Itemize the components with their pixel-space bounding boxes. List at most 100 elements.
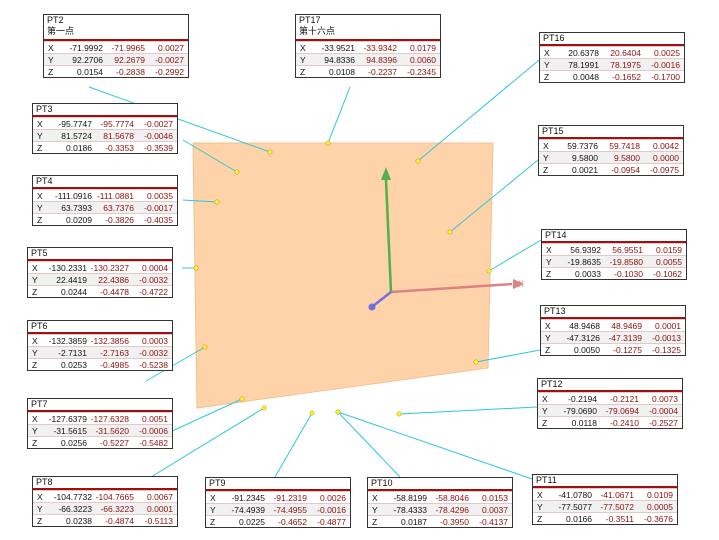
axis-label: Y	[28, 346, 46, 359]
nominal-value: -91.2319	[273, 492, 307, 503]
axis-label: Y	[541, 331, 559, 344]
deviation-value: -0.5482	[139, 437, 168, 448]
deviation-value: -0.1062	[653, 268, 682, 279]
measured-value: 63.7393	[51, 201, 93, 214]
deviation-value: 0.0035	[147, 190, 173, 201]
measured-value: 0.0166	[566, 513, 592, 524]
panel-subtitle: 第一点	[47, 26, 75, 36]
nominal-value: -0.3950	[440, 516, 469, 527]
axis-label: Z	[32, 359, 38, 370]
point-marker-pt17[interactable]	[325, 140, 331, 146]
nominal-value: -78.4296	[428, 503, 470, 516]
nominal-value: -0.1652	[612, 71, 641, 82]
panel-title: PT4	[33, 176, 177, 189]
panel-title: PT10	[368, 478, 512, 491]
axis-y-line	[384, 179, 393, 293]
measured-value: 48.9468	[569, 320, 600, 331]
panel-title-text: PT13	[544, 306, 566, 316]
deviation-value: 0.0004	[142, 262, 168, 273]
deviation-value: -0.4035	[144, 214, 173, 225]
measured-value: -78.4333	[386, 503, 428, 516]
panel-title: PT13	[541, 306, 685, 319]
point-marker-pt15[interactable]	[447, 229, 453, 235]
measured-value: -0.2194	[568, 393, 597, 404]
leader-lines	[88, 59, 542, 481]
deviation-value: -0.0016	[308, 503, 350, 516]
point-marker-pt2[interactable]	[267, 149, 273, 155]
deviation-value: 0.0037	[470, 503, 512, 516]
point-marker-pt3[interactable]	[234, 169, 240, 175]
nominal-value: -19.8580	[602, 255, 644, 268]
axis-label: Y	[44, 53, 62, 66]
point-marker-pt6[interactable]	[202, 344, 208, 350]
measured-value: 0.0209	[66, 214, 92, 225]
axis-label: Y	[33, 502, 51, 515]
point-marker-pt8[interactable]	[261, 405, 267, 411]
nominal-value: -2.7163	[88, 346, 130, 359]
axis-label: X	[37, 118, 43, 129]
deviation-value: -0.0032	[130, 273, 172, 286]
point-marker-pt7[interactable]	[239, 396, 245, 402]
nominal-value: -0.5227	[100, 437, 129, 448]
axis-label: Z	[300, 66, 306, 77]
measured-value: -2.7131	[46, 346, 88, 359]
deviation-value: 0.0025	[654, 47, 680, 58]
nominal-value: -0.2410	[610, 417, 639, 428]
nominal-value: -0.4985	[100, 359, 129, 370]
point-marker-pt5[interactable]	[193, 265, 199, 271]
axis-x-label: X	[518, 279, 524, 289]
measured-value: 0.0050	[574, 344, 600, 355]
deviation-value: 0.0051	[142, 413, 168, 424]
deviation-value: -0.5238	[139, 359, 168, 370]
axis-z-line	[372, 291, 392, 307]
point-marker-pt4[interactable]	[214, 199, 220, 205]
axis-label: X	[32, 413, 38, 424]
point-marker-pt14[interactable]	[486, 268, 492, 274]
point-marker-pt10[interactable]	[335, 409, 341, 415]
axis-z-end-marker	[368, 303, 376, 311]
leader-line-pt10	[337, 411, 401, 478]
point-marker-pt9[interactable]	[309, 410, 315, 416]
axis-label: X	[32, 262, 38, 273]
point-marker-pt12[interactable]	[396, 411, 402, 417]
panel-title-text: PT10	[371, 478, 393, 488]
table-row: Y-74.4939-74.4955-0.0016	[206, 503, 350, 516]
point-marker-pt16[interactable]	[415, 158, 421, 164]
point-marker-pt13[interactable]	[473, 359, 479, 365]
measured-value: -31.5615	[46, 424, 88, 437]
